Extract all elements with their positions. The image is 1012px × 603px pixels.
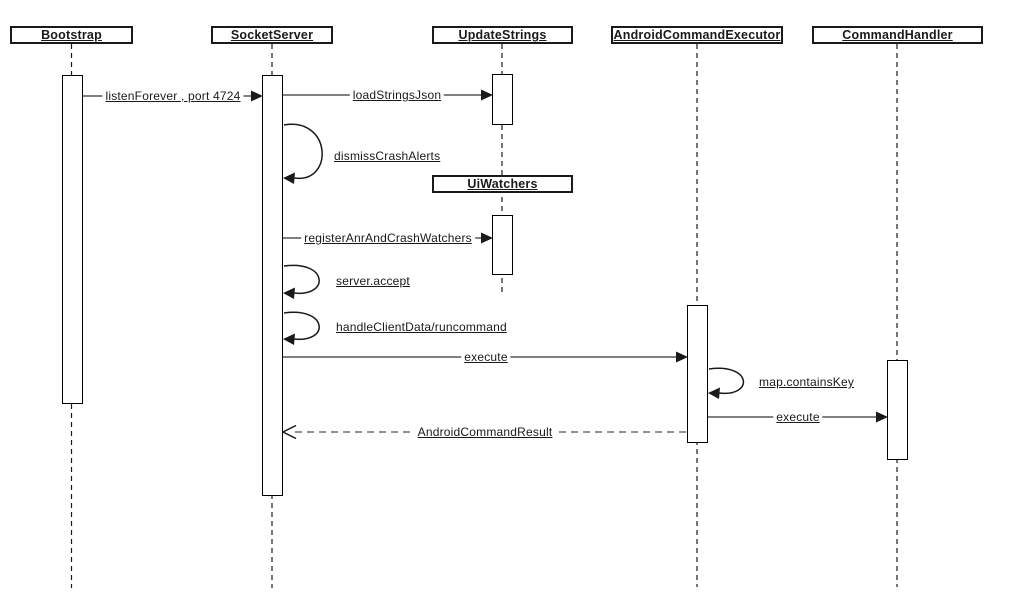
arrowhead-execute-2-icon xyxy=(876,411,888,423)
activation-bar-uiwatchers xyxy=(492,215,513,275)
arrowhead-registeranrandcrashwatchers-icon xyxy=(481,232,493,244)
message-label-androidcommandresult: AndroidCommandResult xyxy=(414,425,556,439)
arrowhead-return-open-icon xyxy=(281,424,297,440)
selfloop-dismisscrashalerts xyxy=(283,123,323,179)
participant-label-androidcommandexecutor: AndroidCommandExecutor xyxy=(613,28,781,42)
selfloop-mapcontainskey xyxy=(708,367,745,394)
participant-label-socketserver: SocketServer xyxy=(230,28,314,42)
participant-label-updatestrings: UpdateStrings xyxy=(458,28,547,42)
message-label-mapcontainskey: map.containsKey xyxy=(757,375,857,389)
participant-box-uiwatchers: UiWatchers xyxy=(432,175,573,193)
arrowhead-serveraccept-icon xyxy=(283,287,295,299)
activation-bar-socketserver xyxy=(262,75,283,496)
arrowhead-execute-1-icon xyxy=(676,351,688,363)
activation-bar-bootstrap xyxy=(62,75,83,404)
activation-bar-commandhandler xyxy=(887,360,908,460)
message-label-registeranrandcrashwatchers: registerAnrAndCrashWatchers xyxy=(301,231,475,245)
arrowhead-dismisscrashalerts-icon xyxy=(283,172,295,184)
activation-bar-updatestrings xyxy=(492,74,513,125)
arrowhead-handleclientdata-icon xyxy=(283,333,295,345)
message-label-loadstringsjson: loadStringsJson xyxy=(349,88,445,102)
message-label-dismisscrashalerts: dismissCrashAlerts xyxy=(332,149,443,163)
arrowhead-loadstringsjson-icon xyxy=(481,89,493,101)
participant-box-bootstrap: Bootstrap xyxy=(10,26,133,44)
message-label-execute-2: execute xyxy=(773,410,823,424)
participant-label-commandhandler: CommandHandler xyxy=(842,28,953,42)
message-label-execute-1: execute xyxy=(461,350,511,364)
selfloop-serveraccept xyxy=(283,264,320,294)
message-label-handleclientdata: handleClientData/runcommand xyxy=(334,320,509,334)
activation-bar-androidcommandexecutor xyxy=(687,305,708,443)
selfloop-handleclientdata xyxy=(283,311,320,340)
message-label-serveraccept: server.accept xyxy=(334,274,412,288)
arrowhead-listenforever-icon xyxy=(251,90,263,102)
participant-label-uiwatchers: UiWatchers xyxy=(467,177,538,191)
message-label-listenforever: listenForever , port 4724 xyxy=(102,89,244,103)
participant-box-commandhandler: CommandHandler xyxy=(812,26,983,44)
participant-box-updatestrings: UpdateStrings xyxy=(432,26,573,44)
participant-label-bootstrap: Bootstrap xyxy=(41,28,102,42)
arrowhead-mapcontainskey-icon xyxy=(708,387,720,399)
participant-box-androidcommandexecutor: AndroidCommandExecutor xyxy=(611,26,783,44)
participant-box-socketserver: SocketServer xyxy=(211,26,333,44)
